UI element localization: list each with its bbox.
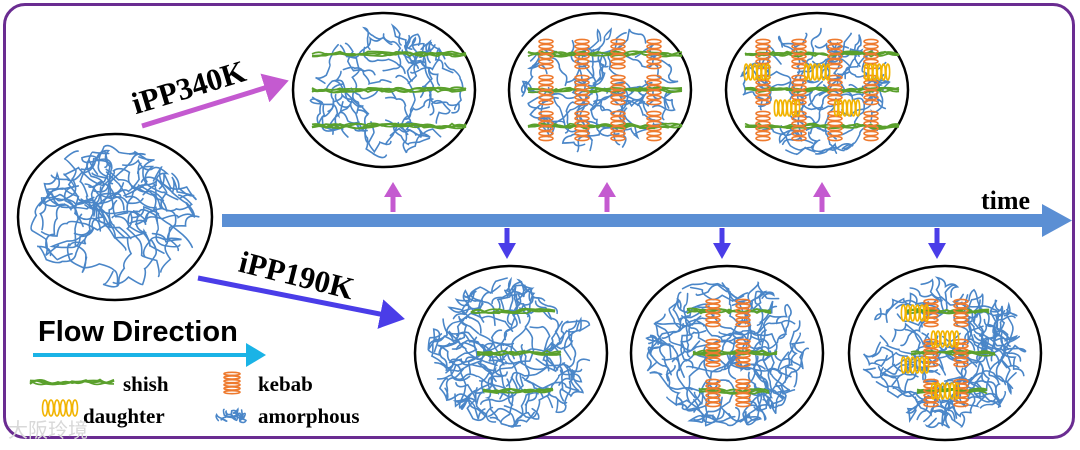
upper-branch-arrow — [141, 73, 289, 129]
shish-fibril — [482, 387, 554, 395]
legend-kebab-label: kebab — [258, 372, 313, 396]
legend-shish-icon — [29, 378, 115, 386]
lower-stage-circle-3 — [847, 264, 1043, 442]
kebab — [610, 74, 626, 106]
daughter-lamella — [833, 99, 861, 117]
legend-daughter-icon — [41, 399, 79, 417]
upper-stage-circle-3 — [724, 11, 910, 169]
kebab — [646, 74, 662, 106]
time-axis — [222, 204, 1072, 237]
kebab — [827, 38, 843, 70]
time-axis-bar — [222, 214, 1044, 227]
lower-stage-circle-1 — [413, 264, 609, 442]
kebab — [705, 378, 721, 408]
kebab — [538, 74, 554, 106]
amorphous-chains — [30, 144, 200, 288]
amorphous-chains — [862, 276, 1027, 429]
kebab — [863, 110, 879, 142]
shish-fibril — [311, 122, 467, 130]
kebab — [223, 371, 241, 395]
kebab — [538, 110, 554, 142]
flow-direction-label: Flow Direction — [38, 316, 238, 348]
shish-fibril — [29, 378, 115, 386]
daughter-lamella — [900, 356, 930, 374]
kebab — [735, 378, 751, 408]
legend-kebab-icon — [223, 371, 241, 395]
shish-fibril — [470, 307, 556, 315]
kebab — [610, 38, 626, 70]
kebab — [538, 38, 554, 70]
kebab — [705, 298, 721, 328]
kebab — [574, 38, 590, 70]
kebab — [646, 110, 662, 142]
upper-stage-circle-1 — [291, 11, 477, 169]
up-arrow-3 — [813, 182, 831, 212]
stage-arrows — [33, 73, 946, 367]
time-axis-head — [1042, 204, 1072, 237]
shish-fibril — [744, 50, 900, 58]
daughter-lamella — [803, 63, 831, 81]
upper-stage-circle-2 — [507, 11, 693, 169]
daughter-lamella — [863, 63, 891, 81]
daughter-lamella — [900, 304, 930, 322]
up-arrow-2 — [598, 182, 616, 212]
amorphous-chains — [215, 407, 247, 424]
kebab — [735, 338, 751, 368]
down-arrow-3 — [928, 228, 946, 259]
amorphous-chains — [645, 281, 809, 427]
legend-icons — [29, 371, 247, 424]
down-arrow-1 — [498, 228, 516, 259]
watermark: 大阪玲境 — [8, 418, 88, 442]
legend-daughter-label: daughter — [83, 404, 165, 428]
legend-amorphous-label: amorphous — [258, 404, 360, 428]
shish-fibril — [686, 307, 772, 315]
down-arrow-2 — [713, 228, 731, 259]
legend-shish-label: shish — [123, 372, 169, 396]
kebab — [610, 110, 626, 142]
kebab — [755, 110, 771, 142]
kebab — [574, 110, 590, 142]
up-arrow-1 — [384, 182, 402, 212]
daughter-lamella — [930, 382, 960, 400]
daughter-lamella — [41, 399, 79, 417]
daughter-lamella — [773, 99, 801, 117]
shish-fibril — [311, 50, 467, 58]
kebab — [705, 338, 721, 368]
kebab — [735, 298, 751, 328]
lower-stage-circle-2 — [629, 264, 825, 442]
time-label: time — [981, 186, 1031, 215]
kebab — [827, 110, 843, 142]
kebab — [953, 338, 969, 368]
shish-fibril — [311, 86, 467, 94]
shish-fibril — [476, 349, 562, 357]
kebab — [791, 38, 807, 70]
daughter-lamella — [743, 63, 771, 81]
kebab — [574, 74, 590, 106]
legend-amorphous-icon — [215, 407, 247, 424]
stage-circles — [16, 11, 1043, 442]
amorphous-chains — [427, 276, 591, 429]
lower-branch-arrow — [197, 275, 405, 329]
initial-melt-circle — [16, 132, 214, 302]
daughter-lamella — [930, 330, 960, 348]
kebab — [646, 38, 662, 70]
kebab — [953, 298, 969, 328]
